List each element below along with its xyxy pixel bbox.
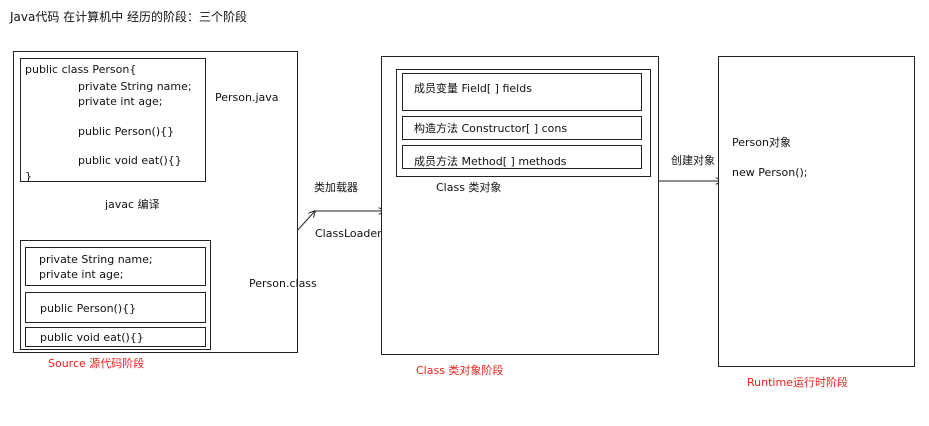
runtime-stage-box: Person对象 new Person(); xyxy=(718,56,915,367)
compile-label: javac 编译 xyxy=(105,198,160,211)
fields-member-row: 成员变量 Field[ ] fields xyxy=(402,73,642,111)
constructor-line: public Person(){} xyxy=(40,302,137,315)
class-stage-box: 成员变量 Field[ ] fields 构造方法 Constructor[ ]… xyxy=(381,56,659,355)
code-line: private int age; xyxy=(78,95,163,108)
code-line: public class Person{ xyxy=(25,63,137,76)
class-stage-label: Class 类对象阶段 xyxy=(416,364,504,377)
file-class-label: Person.class xyxy=(249,277,317,290)
file-java-label: Person.java xyxy=(215,91,279,104)
class-file-box: private String name; private int age; pu… xyxy=(20,240,211,350)
code-line: public void eat(){} xyxy=(78,154,182,167)
create-object-label: 创建对象 xyxy=(671,154,715,167)
field-line: private int age; xyxy=(39,268,124,281)
runtime-stage-label: Runtime运行时阶段 xyxy=(747,376,848,389)
class-object-box: 成员变量 Field[ ] fields 构造方法 Constructor[ ]… xyxy=(396,69,651,177)
source-stage-label: Source 源代码阶段 xyxy=(48,357,145,370)
constructors-member-label: 构造方法 Constructor[ ] cons xyxy=(414,122,568,135)
class-object-label: Class 类对象 xyxy=(436,181,502,194)
constructor-row: public Person(){} xyxy=(25,292,206,323)
constructors-member-row: 构造方法 Constructor[ ] cons xyxy=(402,116,642,140)
field-line: private String name; xyxy=(39,253,153,266)
code-line: } xyxy=(25,170,32,183)
runtime-object-label: Person对象 xyxy=(732,136,791,149)
runtime-new-expression: new Person(); xyxy=(732,166,808,179)
method-row: public void eat(){} xyxy=(25,327,206,347)
classloader-cn-label: 类加载器 xyxy=(314,181,358,194)
code-line: private String name; xyxy=(78,80,192,93)
fields-row: private String name; private int age; xyxy=(25,247,206,286)
classloader-en-label: ClassLoader xyxy=(315,227,382,240)
fields-member-label: 成员变量 Field[ ] fields xyxy=(414,82,532,95)
methods-member-row: 成员方法 Method[ ] methods xyxy=(402,145,642,169)
source-code-box: public class Person{ private String name… xyxy=(20,58,206,183)
page-title: Java代码 在计算机中 经历的阶段：三个阶段 xyxy=(10,10,247,24)
method-line: public void eat(){} xyxy=(40,331,144,344)
code-line: public Person(){} xyxy=(78,125,175,138)
methods-member-label: 成员方法 Method[ ] methods xyxy=(414,155,567,168)
